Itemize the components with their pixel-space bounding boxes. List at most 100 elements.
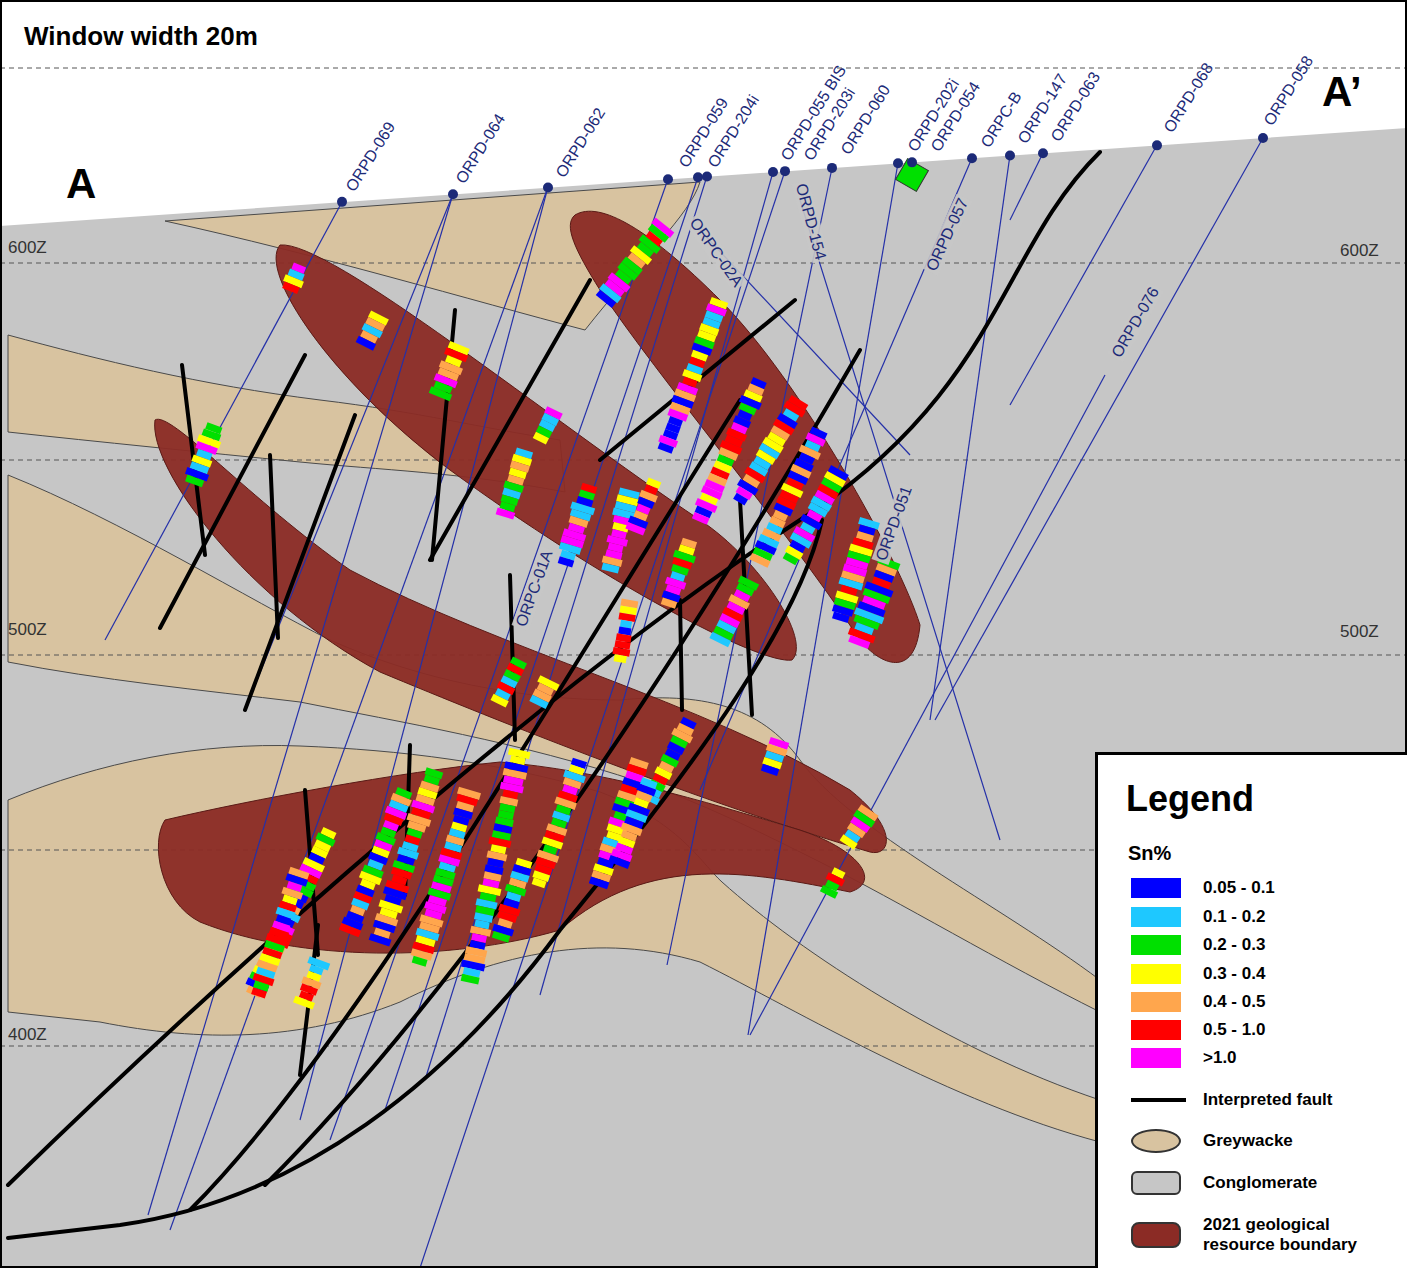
interpreted-faults xyxy=(8,152,1100,1238)
legend-label: 0.3 - 0.4 xyxy=(1203,964,1393,984)
assay-interval xyxy=(529,695,548,709)
drill-hole-label: ORPD-064 xyxy=(452,111,509,187)
collar-dot xyxy=(1038,148,1048,158)
legend-swatch xyxy=(1131,1020,1181,1040)
assay-interval xyxy=(282,282,300,294)
elevation-label: 600Z xyxy=(8,238,47,258)
assay-interval xyxy=(293,996,315,1010)
assay-interval xyxy=(692,512,710,525)
assay-interval xyxy=(820,885,838,899)
drill-hole-trace xyxy=(750,375,1105,1035)
assay-interval xyxy=(558,556,575,567)
legend-swatch xyxy=(1131,992,1181,1012)
collar-dot xyxy=(780,166,790,176)
drill-hole-trace xyxy=(330,179,668,1140)
drill-hole-label: ORPD-154 xyxy=(791,180,830,264)
assay-interval xyxy=(848,635,870,649)
drill-hole-trace xyxy=(148,194,453,1215)
window-width-note: Window width 20m xyxy=(24,22,258,52)
legend-label: 0.1 - 0.2 xyxy=(1203,907,1393,927)
fault-line-sample xyxy=(1131,1098,1186,1102)
legend-swatch xyxy=(1131,907,1181,927)
drill-hole-trace xyxy=(300,187,548,1120)
legend-swatch xyxy=(1131,964,1181,984)
assay-interval xyxy=(589,876,609,889)
legend-subheading: Sn% xyxy=(1128,842,1171,865)
drill-hole-trace xyxy=(540,172,773,995)
drill-hole-trace xyxy=(800,200,1000,840)
collar-dot xyxy=(1005,151,1015,161)
drill-hole-label: ORPD-069 xyxy=(342,119,399,195)
legend-label: Conglomerate xyxy=(1203,1173,1393,1193)
legend-swatch xyxy=(1131,1222,1181,1248)
assay-interval xyxy=(749,553,770,568)
collar-dot xyxy=(663,174,673,184)
collar-dot xyxy=(907,157,917,167)
legend-label: 0.4 - 0.5 xyxy=(1203,992,1393,1012)
assay-interval xyxy=(496,508,516,520)
drill-hole-trace xyxy=(385,177,698,1110)
drill-hole-trace xyxy=(245,194,453,710)
assay-interval xyxy=(614,654,627,663)
conglomerate-ground xyxy=(0,128,1407,1268)
drill-hole-trace xyxy=(935,138,1263,720)
legend-label: 0.5 - 1.0 xyxy=(1203,1020,1393,1040)
section-end-label: A xyxy=(66,160,96,208)
assay-interval xyxy=(532,877,547,888)
drill-hole-trace xyxy=(105,202,342,640)
collar-dot xyxy=(693,172,703,182)
assay-interval xyxy=(596,290,616,308)
drill-hole-label: ORPC-B xyxy=(977,88,1025,150)
legend-swatch xyxy=(1131,935,1181,955)
legend-heading: Legend xyxy=(1126,778,1254,819)
drill-hole-label: ORPD-058 xyxy=(1260,53,1317,129)
assay-interval xyxy=(339,923,361,937)
legend-label: >1.0 xyxy=(1203,1048,1393,1068)
assay-interval xyxy=(625,522,645,536)
legend-panel: 0.05 - 0.1 0.1 - 0.2 0.2 - 0.3 0.3 - 0.4 0.4… xyxy=(1095,752,1407,1268)
legend-label: 0.2 - 0.3 xyxy=(1203,935,1393,955)
collar-dot xyxy=(967,153,977,163)
assay-interval xyxy=(251,987,267,998)
drill-hole-trace xyxy=(748,163,898,1035)
drill-hole-label: ORPD-076 xyxy=(1107,282,1164,362)
assay-interval xyxy=(185,475,204,488)
drill-hole-trace xyxy=(700,158,972,790)
legend-swatch xyxy=(1131,1171,1181,1195)
collar-dot xyxy=(893,158,903,168)
greywacke-units xyxy=(8,182,1100,1142)
elevation-label: 500Z xyxy=(1340,622,1379,642)
assay-interval xyxy=(761,764,779,776)
legend-swatch xyxy=(1131,878,1181,898)
assay-interval xyxy=(601,563,619,574)
drill-hole-trace xyxy=(425,176,707,1080)
legend-swatch xyxy=(1131,1048,1181,1068)
drill-hole-label: ORPD-057 xyxy=(922,194,973,276)
assay-interval xyxy=(733,493,748,506)
assay-interval xyxy=(709,632,731,648)
collar-dot xyxy=(702,172,712,182)
assay-interval xyxy=(533,432,549,445)
collar-dot xyxy=(827,163,837,173)
collar-dot xyxy=(1258,133,1268,143)
assay-interval xyxy=(412,956,428,967)
legend-label: 0.05 - 0.1 xyxy=(1203,878,1393,898)
elevation-label: 600Z xyxy=(1340,241,1379,261)
assay-interval xyxy=(429,386,452,401)
collar-dot xyxy=(543,183,553,193)
legend-swatch xyxy=(1131,1129,1181,1153)
assay-intervals xyxy=(185,218,900,1010)
drill-hole-label: ORPC-02A xyxy=(685,213,748,292)
section-end-label: A’ xyxy=(1322,68,1362,116)
elevation-label: 400Z xyxy=(8,1025,47,1045)
drill-hole-label: ORPD-068 xyxy=(1160,60,1217,136)
resource-boundaries xyxy=(155,211,920,953)
collar-dot xyxy=(768,167,778,177)
assay-interval xyxy=(661,597,677,608)
drill-hole-trace xyxy=(1010,153,1043,220)
elevation-label: 500Z xyxy=(8,620,47,640)
legend-label: Interpreted fault xyxy=(1203,1090,1393,1110)
collar-dot xyxy=(448,189,458,199)
